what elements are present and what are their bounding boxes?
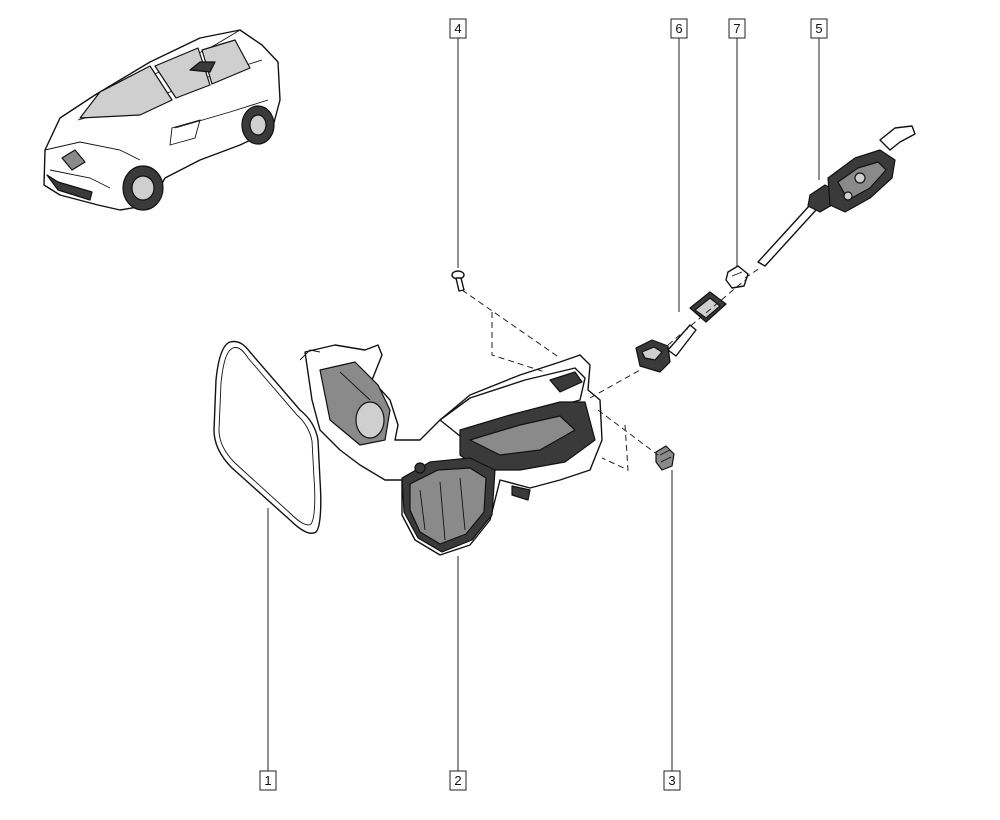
callout-2-label: 2 [454, 773, 461, 788]
callout-3-label: 3 [668, 773, 675, 788]
callout-1: 1 [259, 770, 277, 791]
leader-lines [267, 38, 820, 771]
callout-4-label: 4 [454, 21, 461, 36]
part-5-lock-motor [757, 125, 916, 267]
part-7-bushing [725, 265, 749, 289]
assembly-guide-lines [461, 267, 761, 471]
part-6-actuator [635, 291, 727, 373]
vehicle-locator-illustration [43, 29, 281, 211]
part-1-fuel-flap [213, 340, 322, 534]
part-4-screw [451, 270, 465, 292]
callout-7-label: 7 [733, 21, 740, 36]
callout-3: 3 [663, 770, 681, 791]
callout-6: 6 [670, 18, 688, 39]
callout-5: 5 [810, 18, 828, 39]
callout-7: 7 [728, 18, 746, 39]
callout-2: 2 [449, 770, 467, 791]
callout-6-label: 6 [675, 21, 682, 36]
callout-4: 4 [449, 18, 467, 39]
part-2-filler-housing [299, 344, 603, 556]
callout-1-label: 1 [264, 773, 271, 788]
callout-5-label: 5 [815, 21, 822, 36]
part-3-clip [655, 445, 675, 471]
